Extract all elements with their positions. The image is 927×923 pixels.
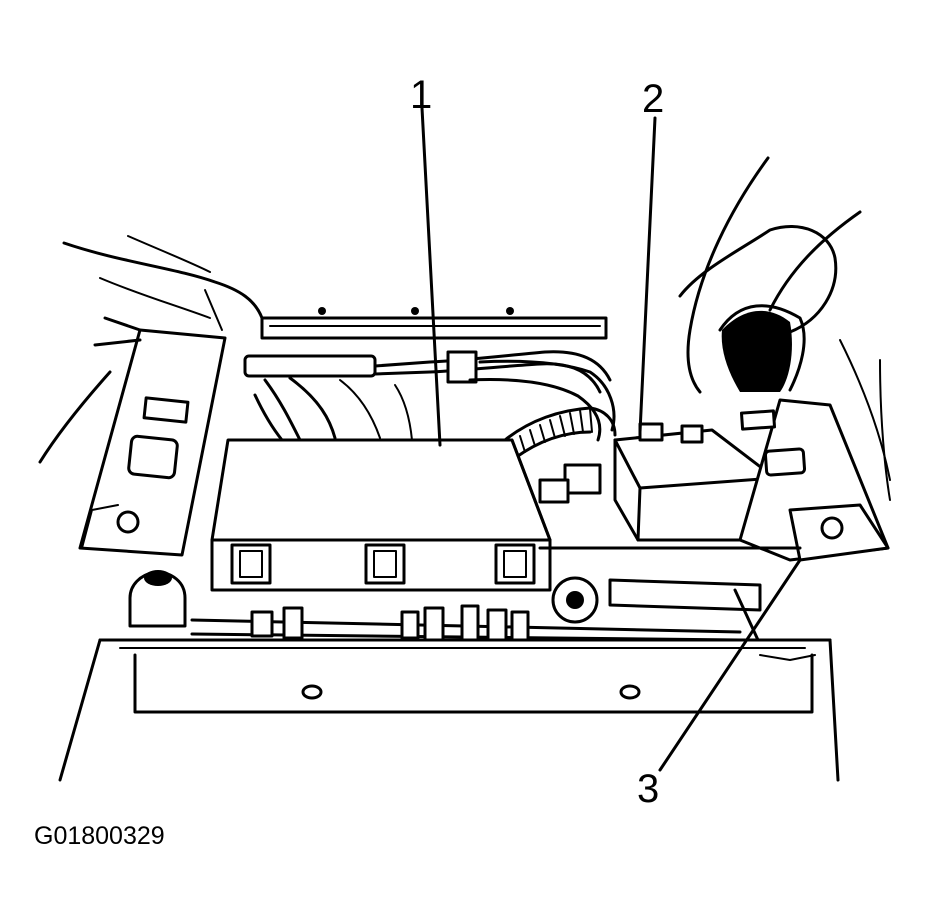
right-mounting-bracket	[538, 398, 890, 562]
callout-2-leader	[638, 116, 657, 434]
lower-tray	[58, 570, 840, 782]
callout-1-label: 1	[410, 73, 432, 117]
control-module	[210, 438, 552, 592]
wiring-harness	[243, 350, 617, 460]
callout-2-label: 2	[642, 77, 664, 121]
callout-3-leader	[658, 558, 802, 772]
callout-1-leader	[420, 106, 442, 447]
callout-leaders	[420, 106, 802, 772]
figure-id: G01800329	[34, 822, 165, 850]
relay-block	[538, 422, 777, 542]
left-mounting-bracket	[78, 316, 227, 557]
surrounding-body-structure	[38, 156, 891, 501]
callout-3-label: 3	[637, 767, 659, 811]
